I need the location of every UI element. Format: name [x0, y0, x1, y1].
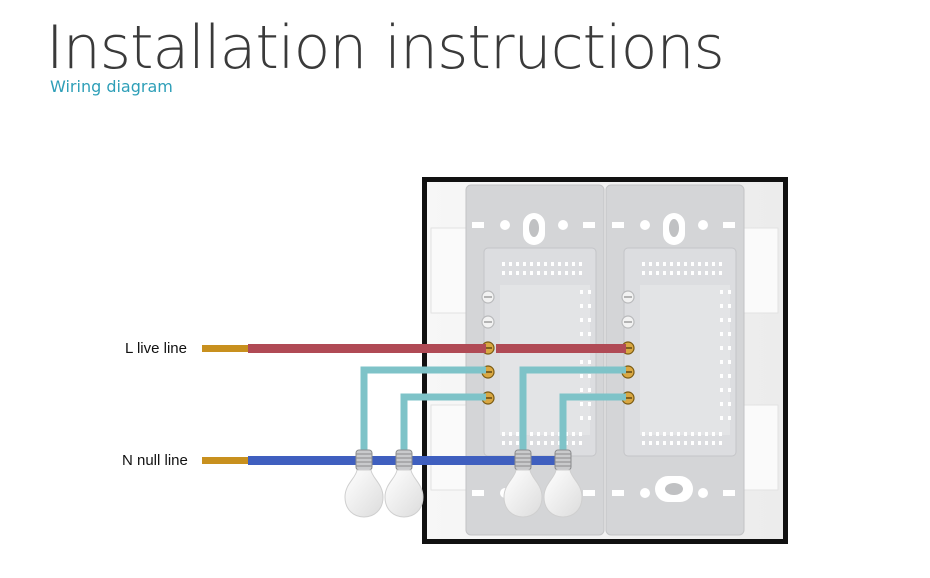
null-wire: [202, 456, 563, 465]
light-bulb-icon: [384, 449, 424, 518]
plate-tab: [741, 404, 779, 491]
load-wires: [360, 366, 626, 455]
plate-tab: [430, 404, 468, 491]
plate-tab: [430, 227, 468, 314]
load-wire-1: [360, 366, 486, 455]
light-bulb-icon: [503, 449, 543, 518]
terminal-screw: [621, 290, 635, 304]
terminal-screw: [481, 315, 495, 329]
light-bulbs: [344, 449, 583, 518]
terminal-screw: [621, 365, 635, 379]
light-bulb-icon: [543, 449, 583, 518]
terminal-screw: [621, 315, 635, 329]
live-wire: [202, 344, 626, 353]
load-wire-2: [400, 393, 486, 455]
terminal-screw: [481, 290, 495, 304]
page-subtitle: Wiring diagram: [50, 77, 173, 96]
load-wire-3: [519, 366, 626, 455]
null-line-label: N null line: [122, 452, 188, 469]
light-bulb-icon: [344, 449, 384, 518]
load-wire-4: [559, 393, 626, 455]
terminal-screws: [481, 290, 635, 405]
switch-housing-right: [605, 184, 745, 536]
plate-tab: [741, 227, 779, 314]
switch-housing-left: [465, 184, 605, 536]
page-title: Installation instructions: [46, 13, 725, 83]
live-line-label: L live line: [125, 340, 187, 357]
